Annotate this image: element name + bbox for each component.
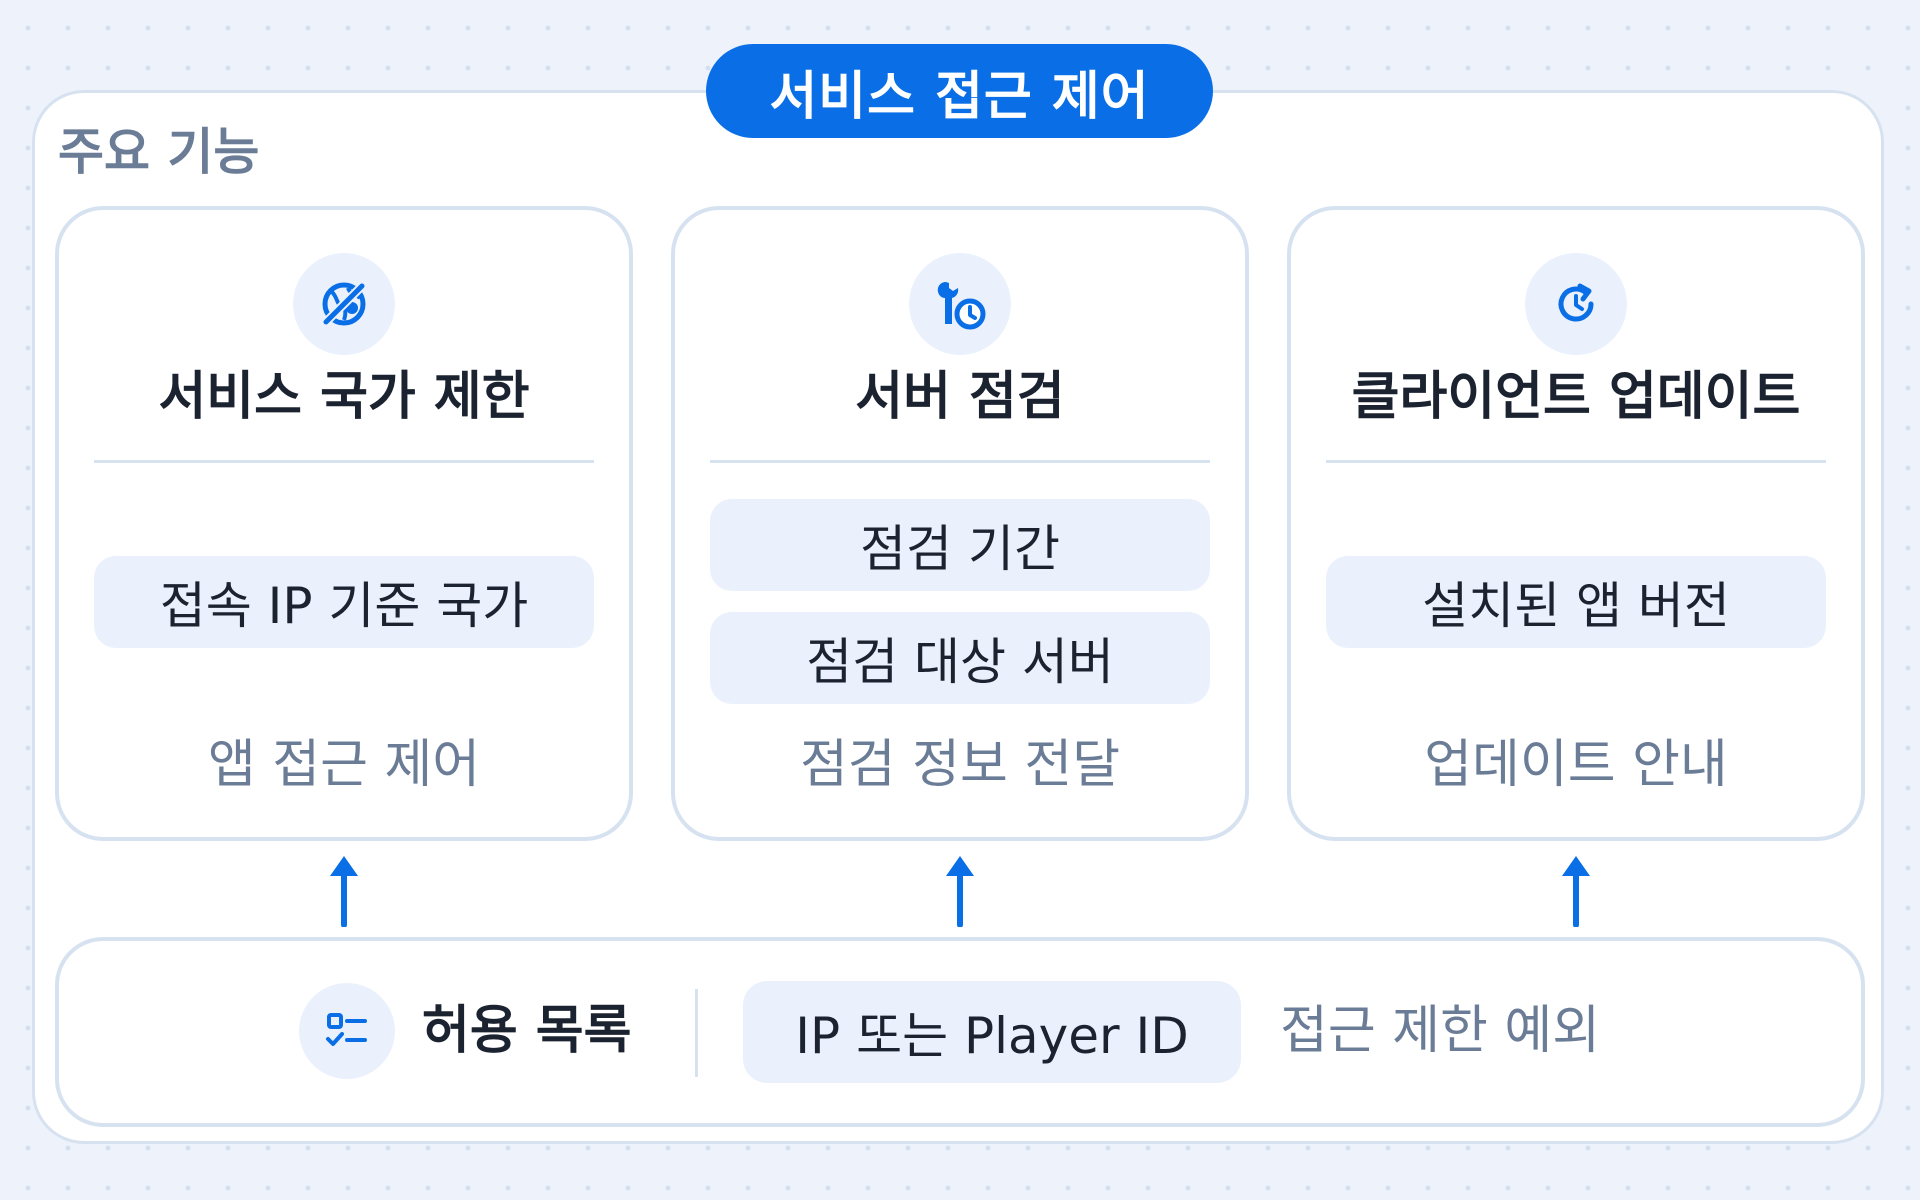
feature-card-country-restriction: 서비스 국가 제한 접속 IP 기준 국가 앱 접근 제어	[55, 206, 633, 841]
card-footer: 점검 정보 전달	[799, 735, 1121, 795]
allowlist-panel: 허용 목록 IP 또는 Player ID 접근 제한 예외	[55, 937, 1865, 1127]
card-title: 클라이언트 업데이트	[1351, 367, 1801, 427]
card-chip: 설치된 앱 버전	[1326, 556, 1826, 648]
refresh-clock-icon	[1525, 253, 1627, 355]
card-divider	[94, 460, 594, 463]
allowlist-description: 접근 제한 예외	[1280, 1001, 1601, 1061]
card-divider	[710, 460, 1210, 463]
card-footer: 업데이트 안내	[1424, 735, 1728, 795]
arrow-up-icon	[946, 856, 974, 927]
card-title: 서버 점검	[855, 367, 1065, 427]
card-chip: 접속 IP 기준 국가	[94, 556, 594, 648]
diagram-title: 서비스 접근 제어	[706, 44, 1213, 138]
allowlist-divider	[695, 989, 698, 1077]
checklist-icon	[299, 983, 395, 1079]
card-chip: 점검 기간	[710, 499, 1210, 591]
allowlist-chip: IP 또는 Player ID	[743, 981, 1241, 1083]
card-chip: 점검 대상 서버	[710, 612, 1210, 704]
wrench-clock-icon	[909, 253, 1011, 355]
feature-card-server-maintenance: 서버 점검 점검 기간 점검 대상 서버 점검 정보 전달	[671, 206, 1249, 841]
card-title: 서비스 국가 제한	[158, 367, 530, 427]
feature-card-client-update: 클라이언트 업데이트 설치된 앱 버전 업데이트 안내	[1287, 206, 1865, 841]
card-footer: 앱 접근 제어	[207, 735, 481, 795]
arrow-up-icon	[330, 856, 358, 927]
card-divider	[1326, 460, 1826, 463]
allowlist-title: 허용 목록	[422, 1001, 632, 1061]
section-label: 주요 기능	[58, 123, 260, 181]
globe-blocked-icon	[293, 253, 395, 355]
arrow-up-icon	[1562, 856, 1590, 927]
